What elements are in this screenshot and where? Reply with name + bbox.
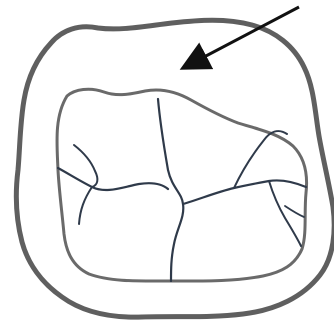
buccal-groove bbox=[74, 145, 97, 187]
lingual-groove bbox=[79, 187, 92, 224]
outer-crown-outline bbox=[16, 20, 334, 317]
mesial-fissure bbox=[58, 168, 168, 190]
small-distal-groove bbox=[285, 206, 304, 217]
distal-fissure bbox=[183, 180, 306, 204]
central-fissure bbox=[158, 99, 183, 281]
